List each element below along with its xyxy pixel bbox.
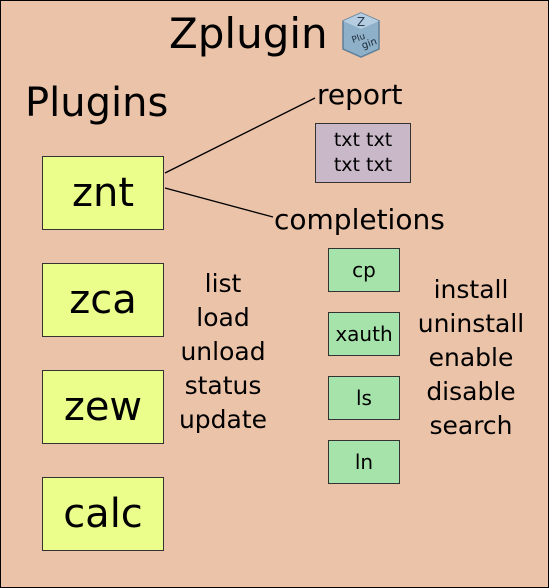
logo-text-top: Plu — [351, 32, 367, 46]
plugins-heading: Plugins — [25, 80, 169, 126]
connector-znt-report — [164, 97, 316, 174]
completion-command: uninstall — [417, 309, 525, 338]
completion-command: search — [429, 411, 513, 440]
diagram-title: Zplugin — [169, 9, 328, 58]
report-label: report — [317, 78, 403, 111]
completion-xauth: xauth — [328, 312, 400, 356]
plugin-command: list — [204, 269, 242, 298]
zplugin-logo-icon: Z Plu gin — [339, 11, 383, 59]
completion-commands-list: install uninstall enable disable search — [411, 273, 531, 443]
plugin-command: load — [196, 303, 250, 332]
plugin-zca: zca — [42, 263, 164, 337]
report-box: txt txt txt txt — [315, 123, 411, 183]
plugin-command: update — [178, 405, 268, 434]
plugin-zew: zew — [42, 370, 164, 444]
plugin-command: status — [184, 371, 262, 400]
completion-command: disable — [426, 377, 516, 406]
completion-cp: cp — [328, 248, 400, 292]
completion-ln: ln — [328, 440, 400, 484]
plugin-calc: calc — [42, 477, 164, 551]
logo-letter: Z — [357, 15, 365, 29]
plugin-znt: znt — [42, 156, 164, 230]
plugin-command: unload — [180, 337, 266, 366]
report-box-line: txt txt — [333, 129, 393, 151]
connector-znt-completions — [164, 187, 274, 218]
completion-command: install — [433, 275, 509, 304]
plugin-commands-list: list load unload status update — [173, 267, 273, 437]
report-box-line: txt txt — [333, 154, 393, 176]
completion-command: enable — [428, 343, 514, 372]
completions-label: completions — [274, 203, 445, 236]
logo-text-bottom: gin — [360, 36, 378, 52]
completion-ls: ls — [328, 376, 400, 420]
